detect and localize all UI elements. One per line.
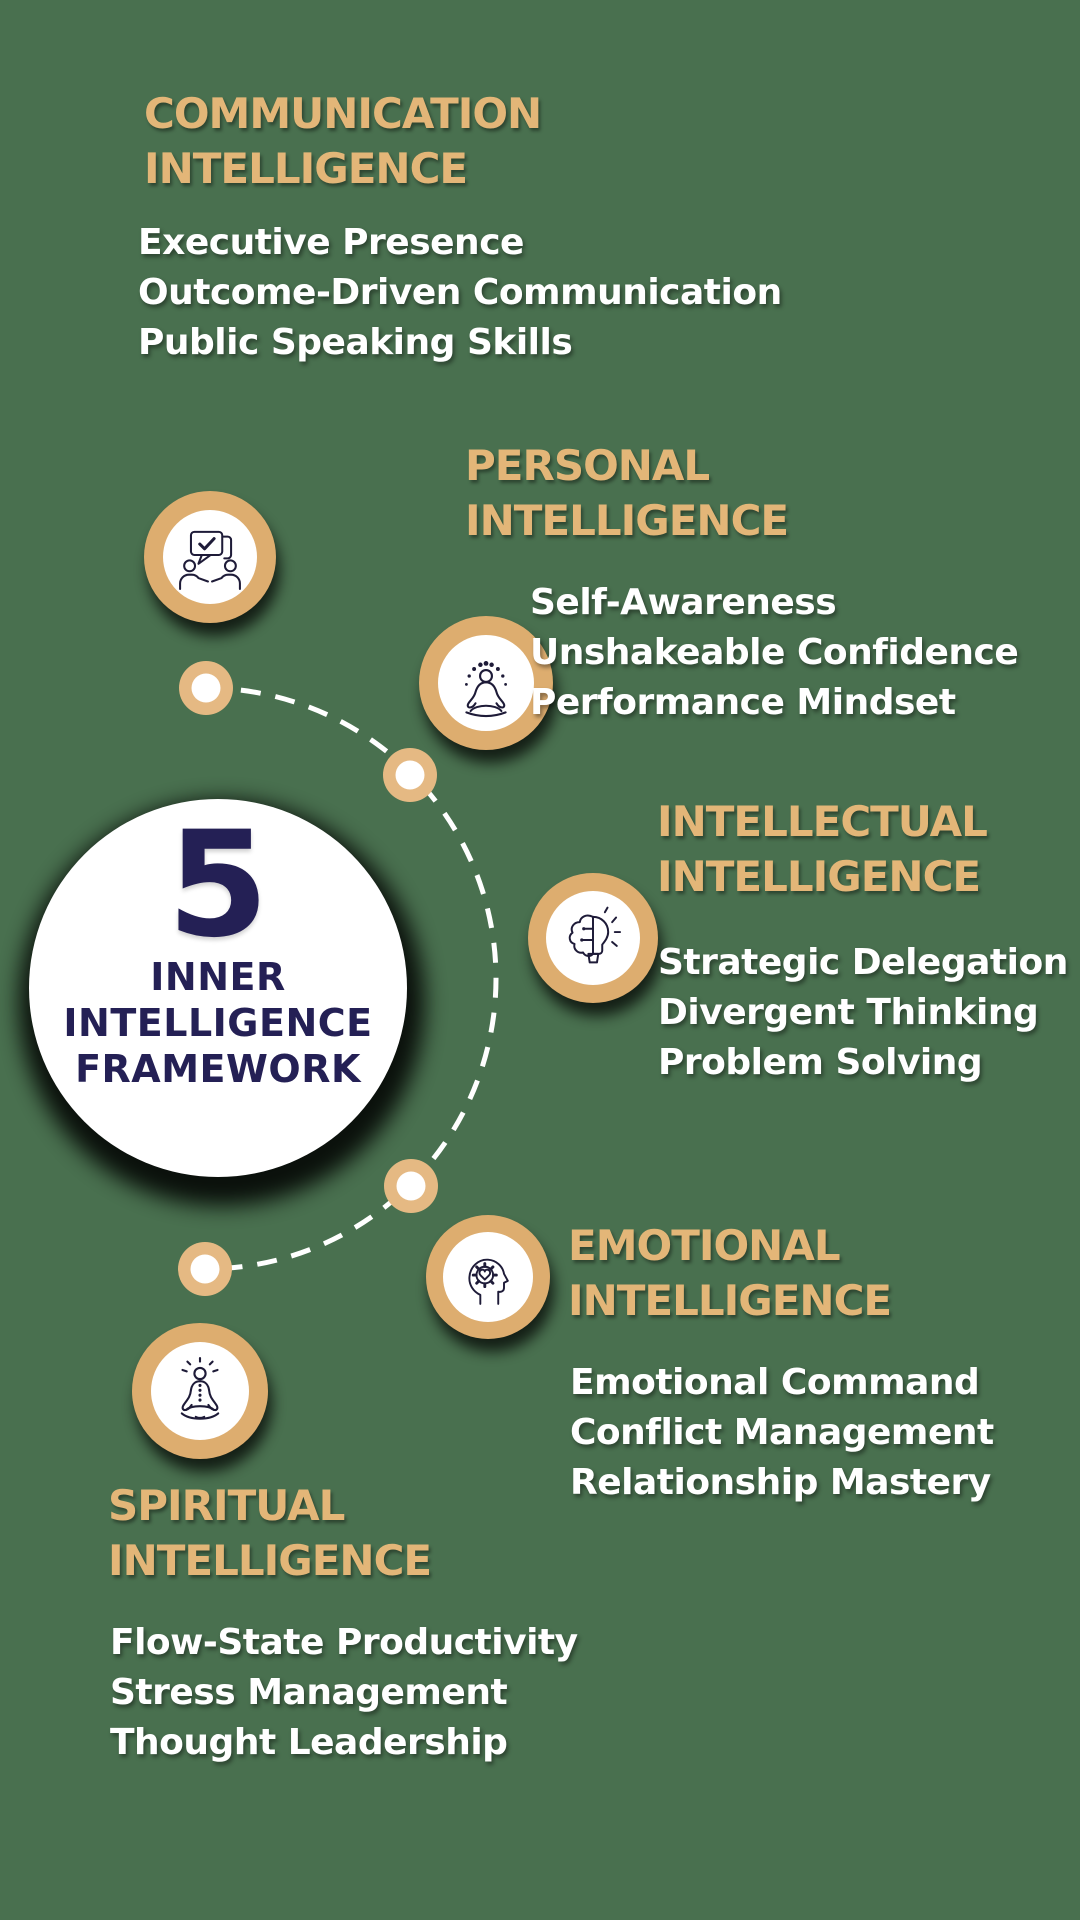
list-item: Performance Mindset [530,682,956,723]
title-line: INTELLECTUAL [657,797,988,846]
communication-badge [144,491,280,636]
connector-ring-4 [178,1242,232,1296]
spiritual-items: Flow-State Productivity Stress Managemen… [110,1618,578,1768]
meditation-chakra-icon [180,1357,220,1420]
personal-title: PERSONAL INTELLIGENCE [465,438,789,548]
emotional-items: Emotional Command Conflict Management Re… [570,1358,994,1508]
list-item: Public Speaking Skills [138,322,573,363]
list-item: Strategic Delegation [658,942,1068,983]
communication-title: COMMUNICATION INTELLIGENCE [144,86,542,196]
communication-items: Executive Presence Outcome-Driven Commun… [138,218,782,368]
center-title: INNER INTELLIGENCE FRAMEWORK [28,954,408,1092]
title-line: SPIRITUAL [108,1481,345,1530]
list-item: Unshakeable Confidence [530,632,1019,673]
emotional-title: EMOTIONAL INTELLIGENCE [568,1218,892,1328]
list-item: Flow-State Productivity [110,1622,578,1663]
list-item: Stress Management [110,1672,508,1713]
list-item: Relationship Mastery [570,1462,991,1503]
dashed-arc [204,685,499,1272]
center-title-line: INNER [150,955,286,999]
center-title-line: FRAMEWORK [75,1047,361,1091]
list-item: Self-Awareness [530,582,837,623]
meditation-halo-icon [465,661,507,718]
title-line: PERSONAL [465,441,710,490]
list-item: Outcome-Driven Communication [138,272,782,313]
connector-ring-3 [384,1159,438,1213]
title-line: EMOTIONAL [568,1221,841,1270]
intellectual-items: Strategic Delegation Divergent Thinking … [658,938,1068,1088]
list-item: Executive Presence [138,222,524,263]
connector-ring-1 [179,661,233,715]
brain-bulb-icon [568,906,622,964]
intellectual-title: INTELLECTUAL INTELLIGENCE [657,794,988,904]
personal-items: Self-Awareness Unshakeable Confidence Pe… [530,578,1019,728]
connector-ring-2 [383,748,437,802]
title-line: INTELLIGENCE [657,852,981,901]
title-line: INTELLIGENCE [108,1536,432,1585]
title-line: INTELLIGENCE [568,1276,892,1325]
head-gear-heart-icon [468,1258,509,1305]
spiritual-badge [132,1323,272,1472]
emotional-badge [426,1215,554,1352]
center-number: 5 [167,800,269,970]
conversation-check-icon [179,530,241,590]
title-line: INTELLIGENCE [144,144,468,193]
list-item: Divergent Thinking [658,992,1039,1033]
list-item: Problem Solving [658,1042,983,1083]
spiritual-title: SPIRITUAL INTELLIGENCE [108,1478,432,1588]
title-line: INTELLIGENCE [465,496,789,545]
list-item: Thought Leadership [110,1722,508,1763]
central-circle [29,799,407,1177]
personal-badge [419,616,557,763]
center-title-line: INTELLIGENCE [63,1001,373,1045]
intellectual-badge [528,873,662,1016]
list-item: Emotional Command [570,1362,980,1403]
title-line: COMMUNICATION [144,89,542,138]
list-item: Conflict Management [570,1412,994,1453]
